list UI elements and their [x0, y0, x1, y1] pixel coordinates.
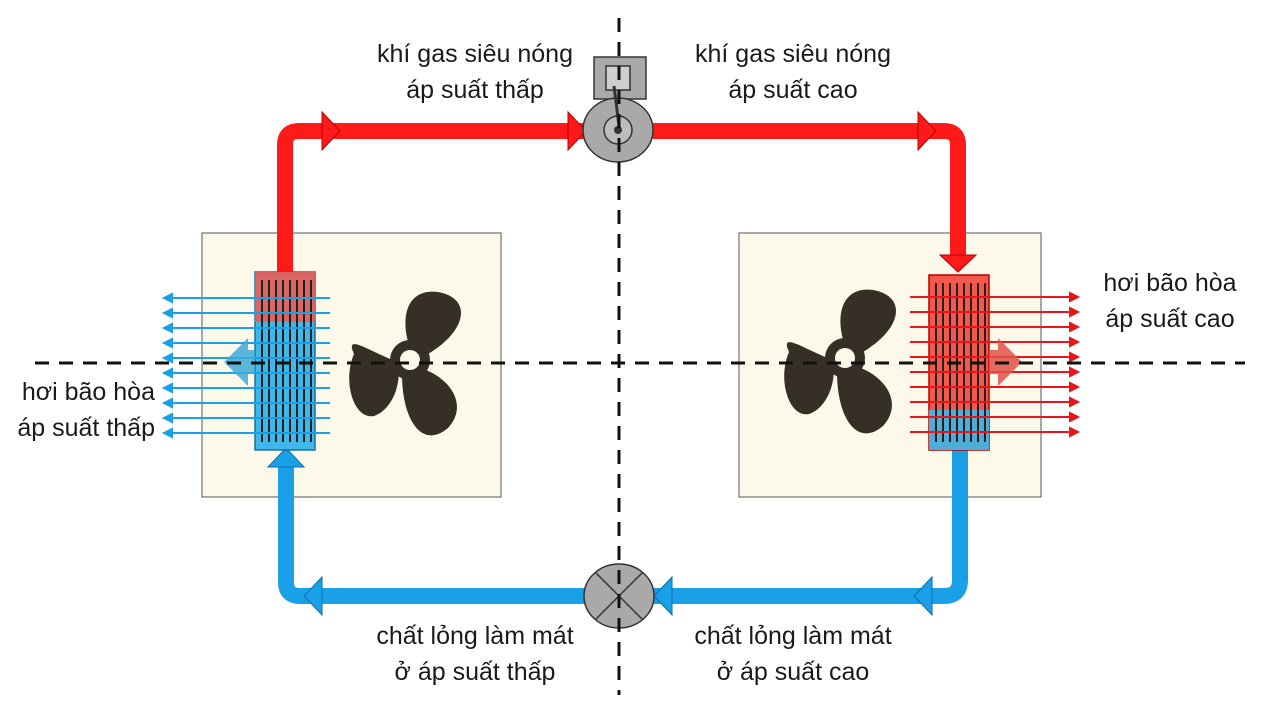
flow-arrow — [266, 447, 306, 468]
label-line: khí gas siêu nóng — [377, 40, 573, 68]
flow-arrow — [653, 575, 673, 617]
label-line: áp suất thấp — [17, 414, 155, 442]
liquid-pipe-left — [278, 465, 590, 604]
label-top-left: khí gas siêu nóng áp suất thấp — [355, 36, 595, 108]
flow-arrow — [917, 110, 937, 152]
label-line: hơi bão hòa — [1103, 269, 1237, 297]
label-bottom-left: chất lỏng làm mát ở áp suất thấp — [355, 618, 595, 690]
hot-gas-pipe-right — [648, 123, 966, 260]
label-left: hơi bão hòa áp suất thấp — [0, 374, 155, 446]
flow-arrow — [913, 575, 933, 617]
flow-arrow — [303, 575, 323, 617]
label-bottom-right: chất lỏng làm mát ở áp suất cao — [673, 618, 913, 690]
label-line: áp suất cao — [728, 76, 858, 104]
label-line: hơi bão hòa — [21, 378, 155, 406]
label-line: áp suất thấp — [406, 76, 544, 104]
label-line: chất lỏng làm mát — [694, 622, 892, 650]
hot-air-arrows — [910, 291, 1081, 438]
label-right: hơi bão hòa áp suất cao — [1090, 265, 1250, 337]
label-line: chất lỏng làm mát — [376, 622, 574, 650]
liquid-pipe-right — [650, 448, 968, 604]
label-line: ở áp suất cao — [716, 658, 870, 686]
label-line: ở áp suất thấp — [394, 658, 556, 686]
flow-arrow — [567, 110, 587, 152]
flow-arrow — [938, 254, 978, 273]
label-line: khí gas siêu nóng — [695, 40, 891, 68]
flow-arrow — [321, 110, 341, 152]
hot-gas-pipe-left — [277, 123, 590, 272]
label-line: áp suất cao — [1105, 305, 1235, 333]
label-top-right: khí gas siêu nóng áp suất cao — [673, 36, 913, 108]
